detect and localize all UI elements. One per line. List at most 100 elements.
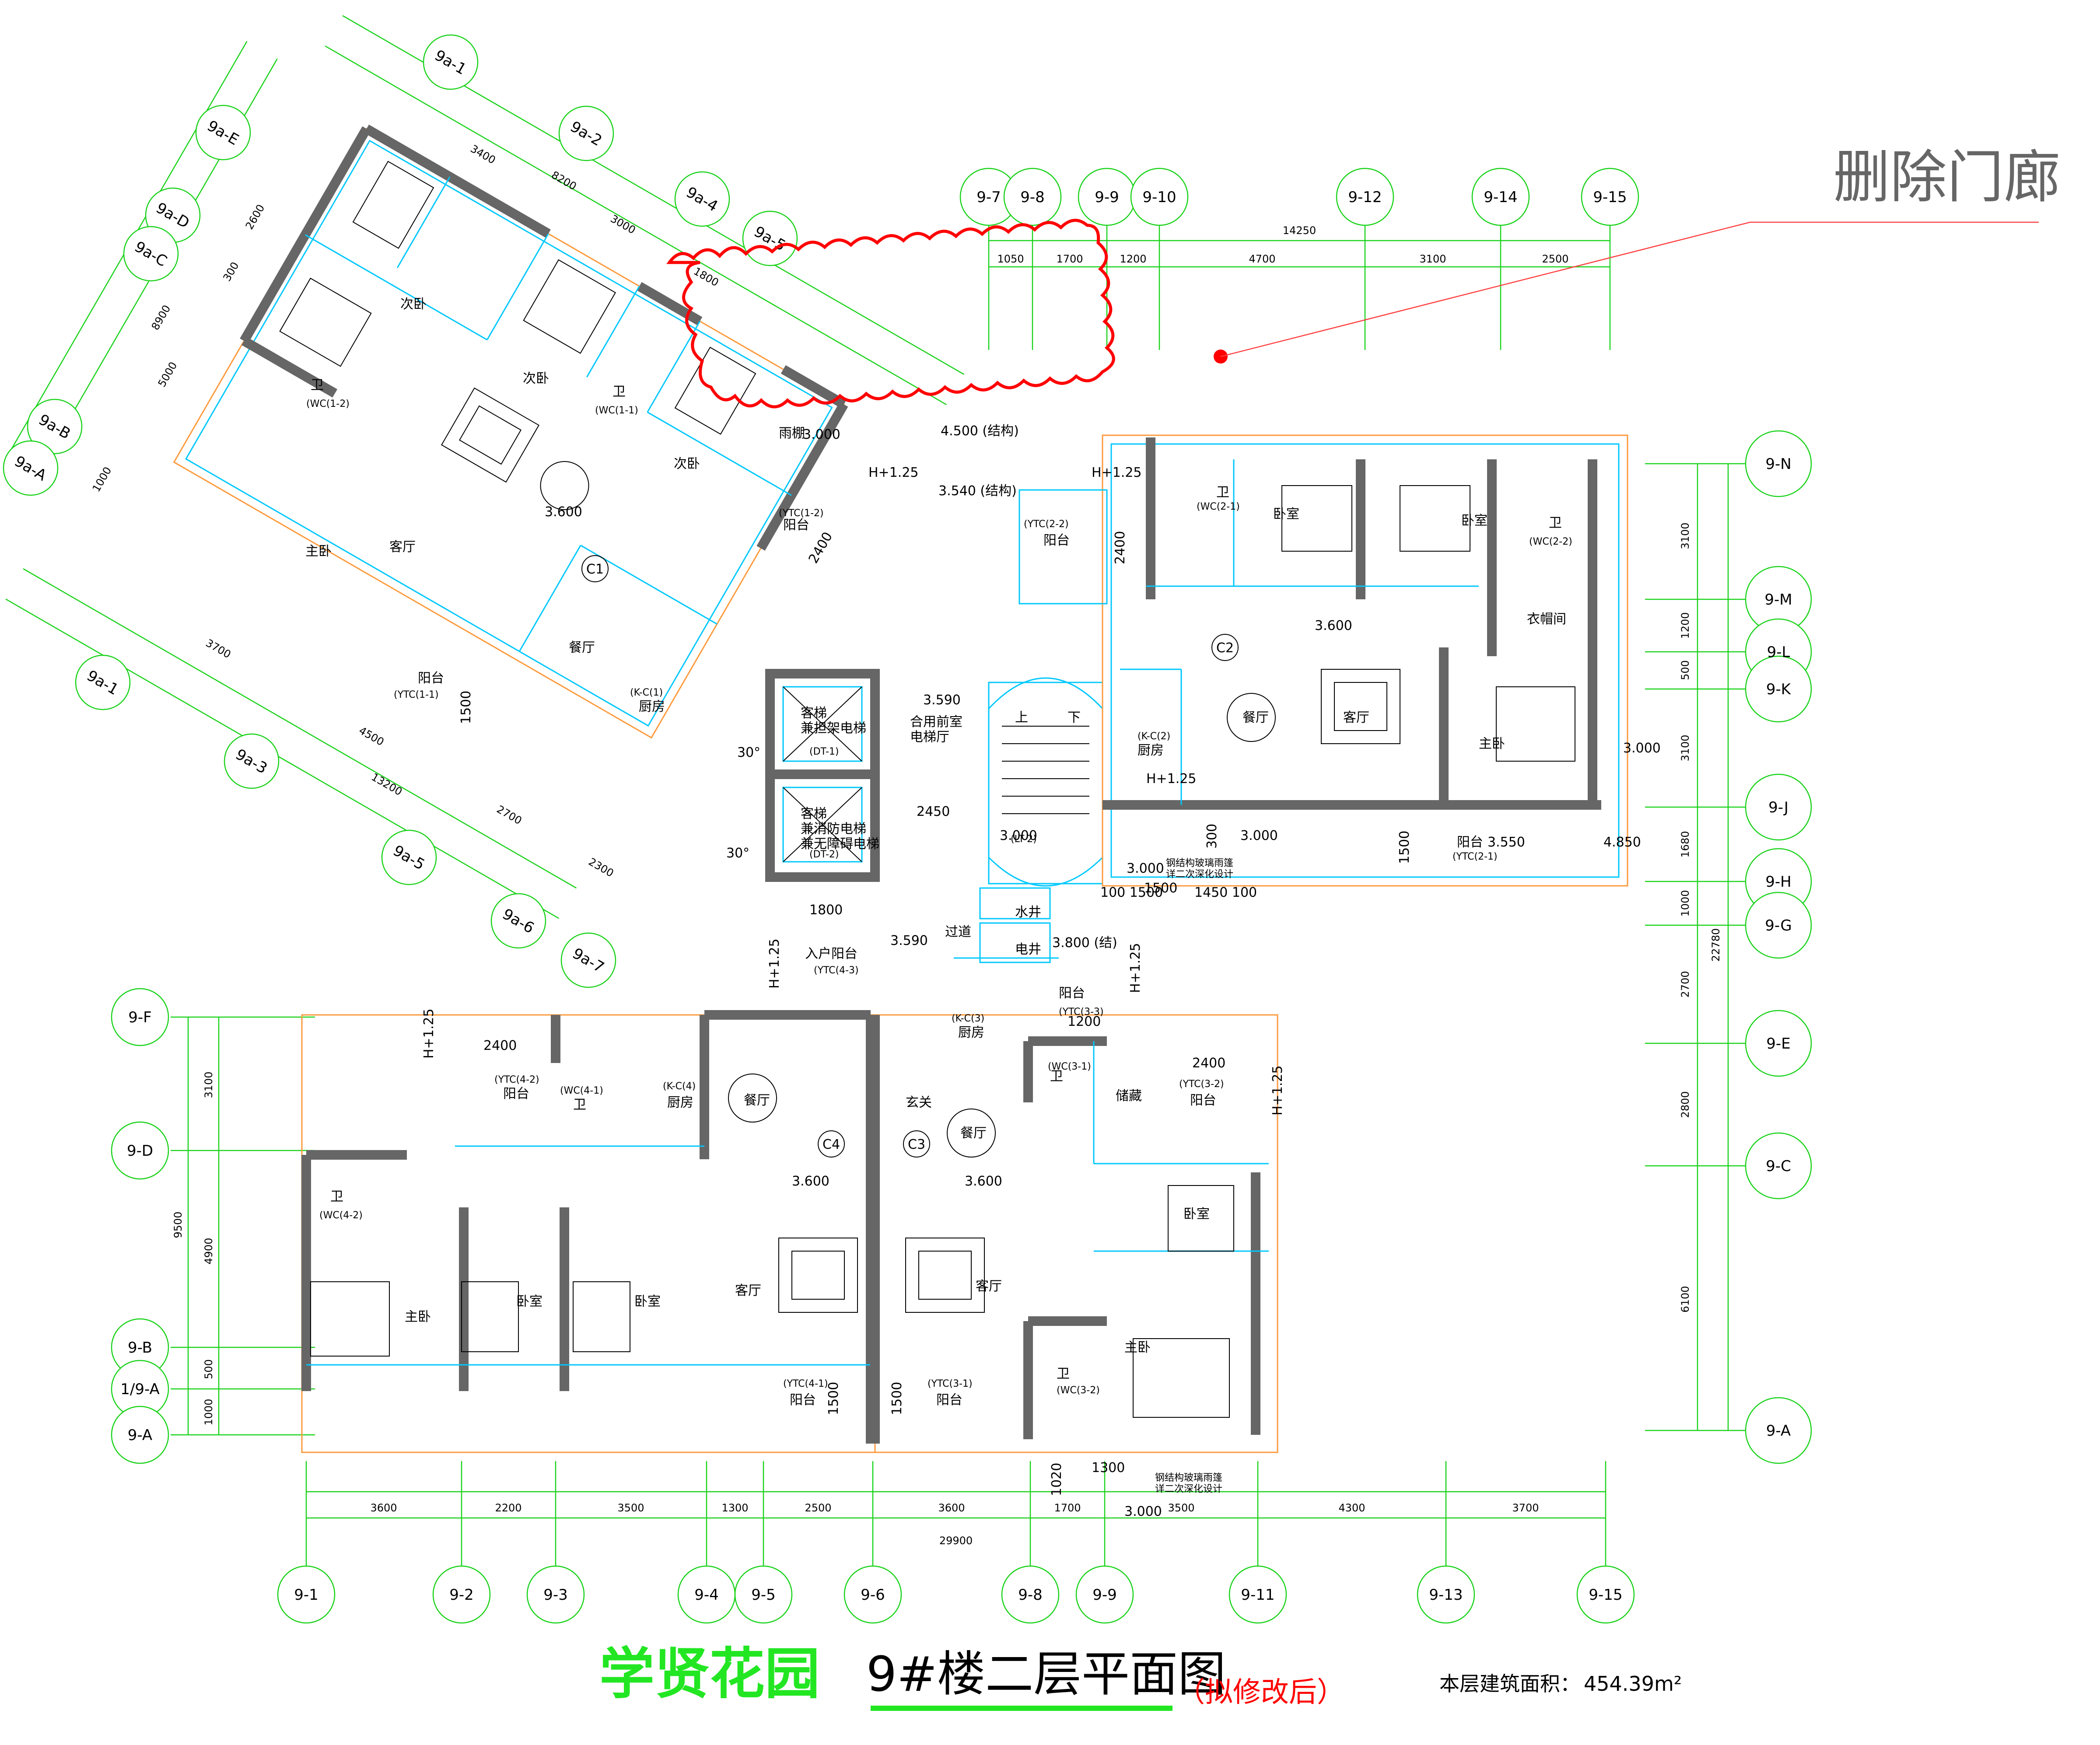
- dim-b-6: 1700: [1054, 1502, 1081, 1514]
- dim-rb-4: 2300: [587, 856, 616, 880]
- lv-31: 3.000: [1124, 1504, 1162, 1519]
- c1-room-keting: 客厅: [389, 539, 416, 555]
- c4-code-ytc2: (YTC(4-2): [494, 1074, 539, 1085]
- axis-1-9-A: 1/9-A: [120, 1381, 160, 1398]
- title-block: 学贤花园 9#楼二层平面图 （拟修改后） 本层建筑面积： 454.39m²: [599, 1642, 1682, 1711]
- dim-t-total: 14250: [1283, 224, 1316, 237]
- c2-room-yangtai2: 阳台: [1457, 835, 1483, 850]
- axis-9-N: 9-N: [1765, 455, 1791, 473]
- lv-23: 2400: [1192, 1056, 1225, 1071]
- axis-9-L: 9-L: [1767, 643, 1790, 661]
- c4-room-canting: 餐厅: [744, 1093, 770, 1108]
- c4-room-woshi1: 卧室: [516, 1294, 542, 1309]
- dim-rt-5: 300: [220, 260, 241, 283]
- dim-rt-0: 3400: [469, 143, 498, 167]
- dim-l-0: 3100: [203, 1071, 215, 1098]
- c2-room-keting: 客厅: [1343, 710, 1369, 725]
- dim-t-1: 1700: [1056, 253, 1083, 265]
- elec-shaft: 电井: [1015, 942, 1041, 957]
- lv-1: 3.000: [803, 427, 840, 442]
- c3-room-woshi: 卧室: [1183, 1206, 1210, 1222]
- lv-21: 2400: [483, 1038, 517, 1053]
- lv-34: 2400: [1113, 531, 1128, 564]
- dim-b-4: 2500: [805, 1502, 831, 1514]
- axis-9-10: 9-10: [1142, 189, 1176, 206]
- stair-code: (LT-2): [1011, 834, 1037, 845]
- dim-l-1: 4900: [203, 1238, 215, 1264]
- lv-11: 3.000: [1623, 741, 1661, 756]
- lv-15: 4.850: [1603, 835, 1641, 850]
- dim-rt-3: 1800: [692, 265, 721, 289]
- unit-c2: 卧室 卧室 客厅 餐厅 厨房 (K-C(2) 主卧 衣帽间 卫 (WC(2-1)…: [1018, 434, 1628, 887]
- rain-canopy-notes: 钢结构玻璃雨篷详二次深化设计 钢结构玻璃雨篷详二次深化设计: [1155, 858, 1233, 1494]
- lv-2: 4.500 (结构): [941, 423, 1019, 439]
- axis-9-12: 9-12: [1348, 189, 1382, 206]
- c1-code-wc2: (WC(1-2): [306, 399, 350, 409]
- lv-6: 3.590: [923, 692, 961, 708]
- lv-38: 300: [1204, 824, 1220, 849]
- c4-room-keting: 客厅: [735, 1283, 761, 1298]
- dim-l-3: 1000: [203, 1399, 215, 1425]
- axis-9-F: 9-F: [128, 1009, 151, 1026]
- dim-b-3: 1300: [721, 1502, 748, 1514]
- right-dims: 3100 1200 500 3100 1680 1000 2700 2800 6…: [1679, 522, 1722, 1312]
- dim-r-6: 2700: [1679, 971, 1691, 997]
- c2-room-yimao: 衣帽间: [1527, 612, 1566, 627]
- c1-unit-label: C1: [586, 562, 604, 577]
- unit-c3: 客厅 餐厅 厨房 (K-C(3) 卫 (WC(3-1) 卫 (WC(3-2) 储…: [870, 957, 1278, 1453]
- c2-code-wc1: (WC(2-1): [1197, 501, 1240, 512]
- area-label: 本层建筑面积：: [1439, 1672, 1580, 1696]
- level-annotations: 3.000 4.500 (结构) 3.540 (结构) H+1.25 3.600…: [421, 423, 1661, 1519]
- c2-code-kc: (K-C(2): [1138, 731, 1170, 742]
- lv-39: 1500: [1144, 881, 1177, 896]
- left-axis-grid: 9-F 9-D 9-B 1/9-A 9-A 3100 4900 500 1000…: [111, 988, 315, 1464]
- dim-l-total: 9500: [172, 1211, 184, 1238]
- bottom-axis-grid: 9-1 9-2 9-3 9-4 9-5 9-6 9-8 9-9 9-11 9-1…: [277, 1461, 1635, 1624]
- stair-down: 下: [1068, 710, 1081, 725]
- axis-9-9: 9-9: [1092, 1586, 1117, 1604]
- c1-room-canting: 餐厅: [569, 640, 595, 655]
- bottom-axis-ticks: [305, 1461, 1606, 1566]
- lv-28: 1500: [889, 1382, 905, 1415]
- c1-code-kc: (K-C(1): [630, 687, 663, 698]
- axis-9-H: 9-H: [1765, 873, 1791, 891]
- c1-room-wei2: 卫: [612, 384, 626, 399]
- c1-room-ciwo1: 次卧: [400, 297, 427, 312]
- lv-35: 1500: [1397, 831, 1412, 864]
- c3-room-zhuwo: 主卧: [1124, 1340, 1151, 1355]
- c3-code-ytc1: (YTC(3-1): [928, 1378, 973, 1389]
- axis-9-2: 9-2: [449, 1586, 474, 1604]
- axis-9-15-top: 9-15: [1593, 189, 1627, 206]
- top-axis-grid: 9-7 9-8 9-9 9-10 9-12 9-14 9-15 14250 10…: [959, 168, 1639, 350]
- c2-room-yangtai1: 阳台: [1043, 533, 1070, 548]
- axis-9-11: 9-11: [1241, 1586, 1274, 1604]
- c2-room-canting: 餐厅: [1242, 710, 1269, 725]
- c4-room-wei1: 卫: [573, 1097, 586, 1112]
- dim-r-0: 3100: [1679, 522, 1691, 549]
- axis-9-J: 9-J: [1768, 799, 1788, 816]
- lv-9: H+1.25: [1092, 465, 1142, 480]
- c3-unit-label: C3: [908, 1137, 925, 1152]
- c3-code-wc1: (WC(3-1): [1048, 1061, 1091, 1072]
- c4-code-wc2: (WC(4-2): [319, 1210, 363, 1221]
- steel-note-2: 钢结构玻璃雨篷详二次深化设计: [1155, 1472, 1222, 1494]
- pass-label: 过道: [945, 924, 971, 940]
- lv-37: H+1.25: [767, 939, 782, 989]
- dim-rt-1: 8200: [550, 169, 579, 193]
- axis-9-8-top: 9-8: [1020, 189, 1045, 206]
- c3-code-ytc2: (YTC(3-2): [1179, 1079, 1224, 1090]
- lv-3: 3.540 (结构): [938, 483, 1017, 499]
- axis-9-1: 9-1: [294, 1586, 318, 1604]
- c2-room-woshi2: 卧室: [1461, 513, 1488, 528]
- lv-25: 3.600: [792, 1174, 830, 1189]
- c4-code-kc: (K-C(4): [663, 1081, 696, 1092]
- dim-t-4: 3100: [1419, 253, 1446, 265]
- axis-9-8: 9-8: [1018, 1586, 1043, 1604]
- area-value: 454.39m²: [1584, 1672, 1682, 1696]
- c2-room-wei1: 卫: [1216, 485, 1229, 500]
- lv-13: 3.000: [1127, 861, 1164, 876]
- xuanguan-label: 玄关: [906, 1095, 932, 1110]
- dim-b-7: 3500: [1168, 1502, 1194, 1514]
- lift1-label: 客梯兼担架电梯: [801, 706, 866, 736]
- axis-9-M: 9-M: [1764, 591, 1792, 608]
